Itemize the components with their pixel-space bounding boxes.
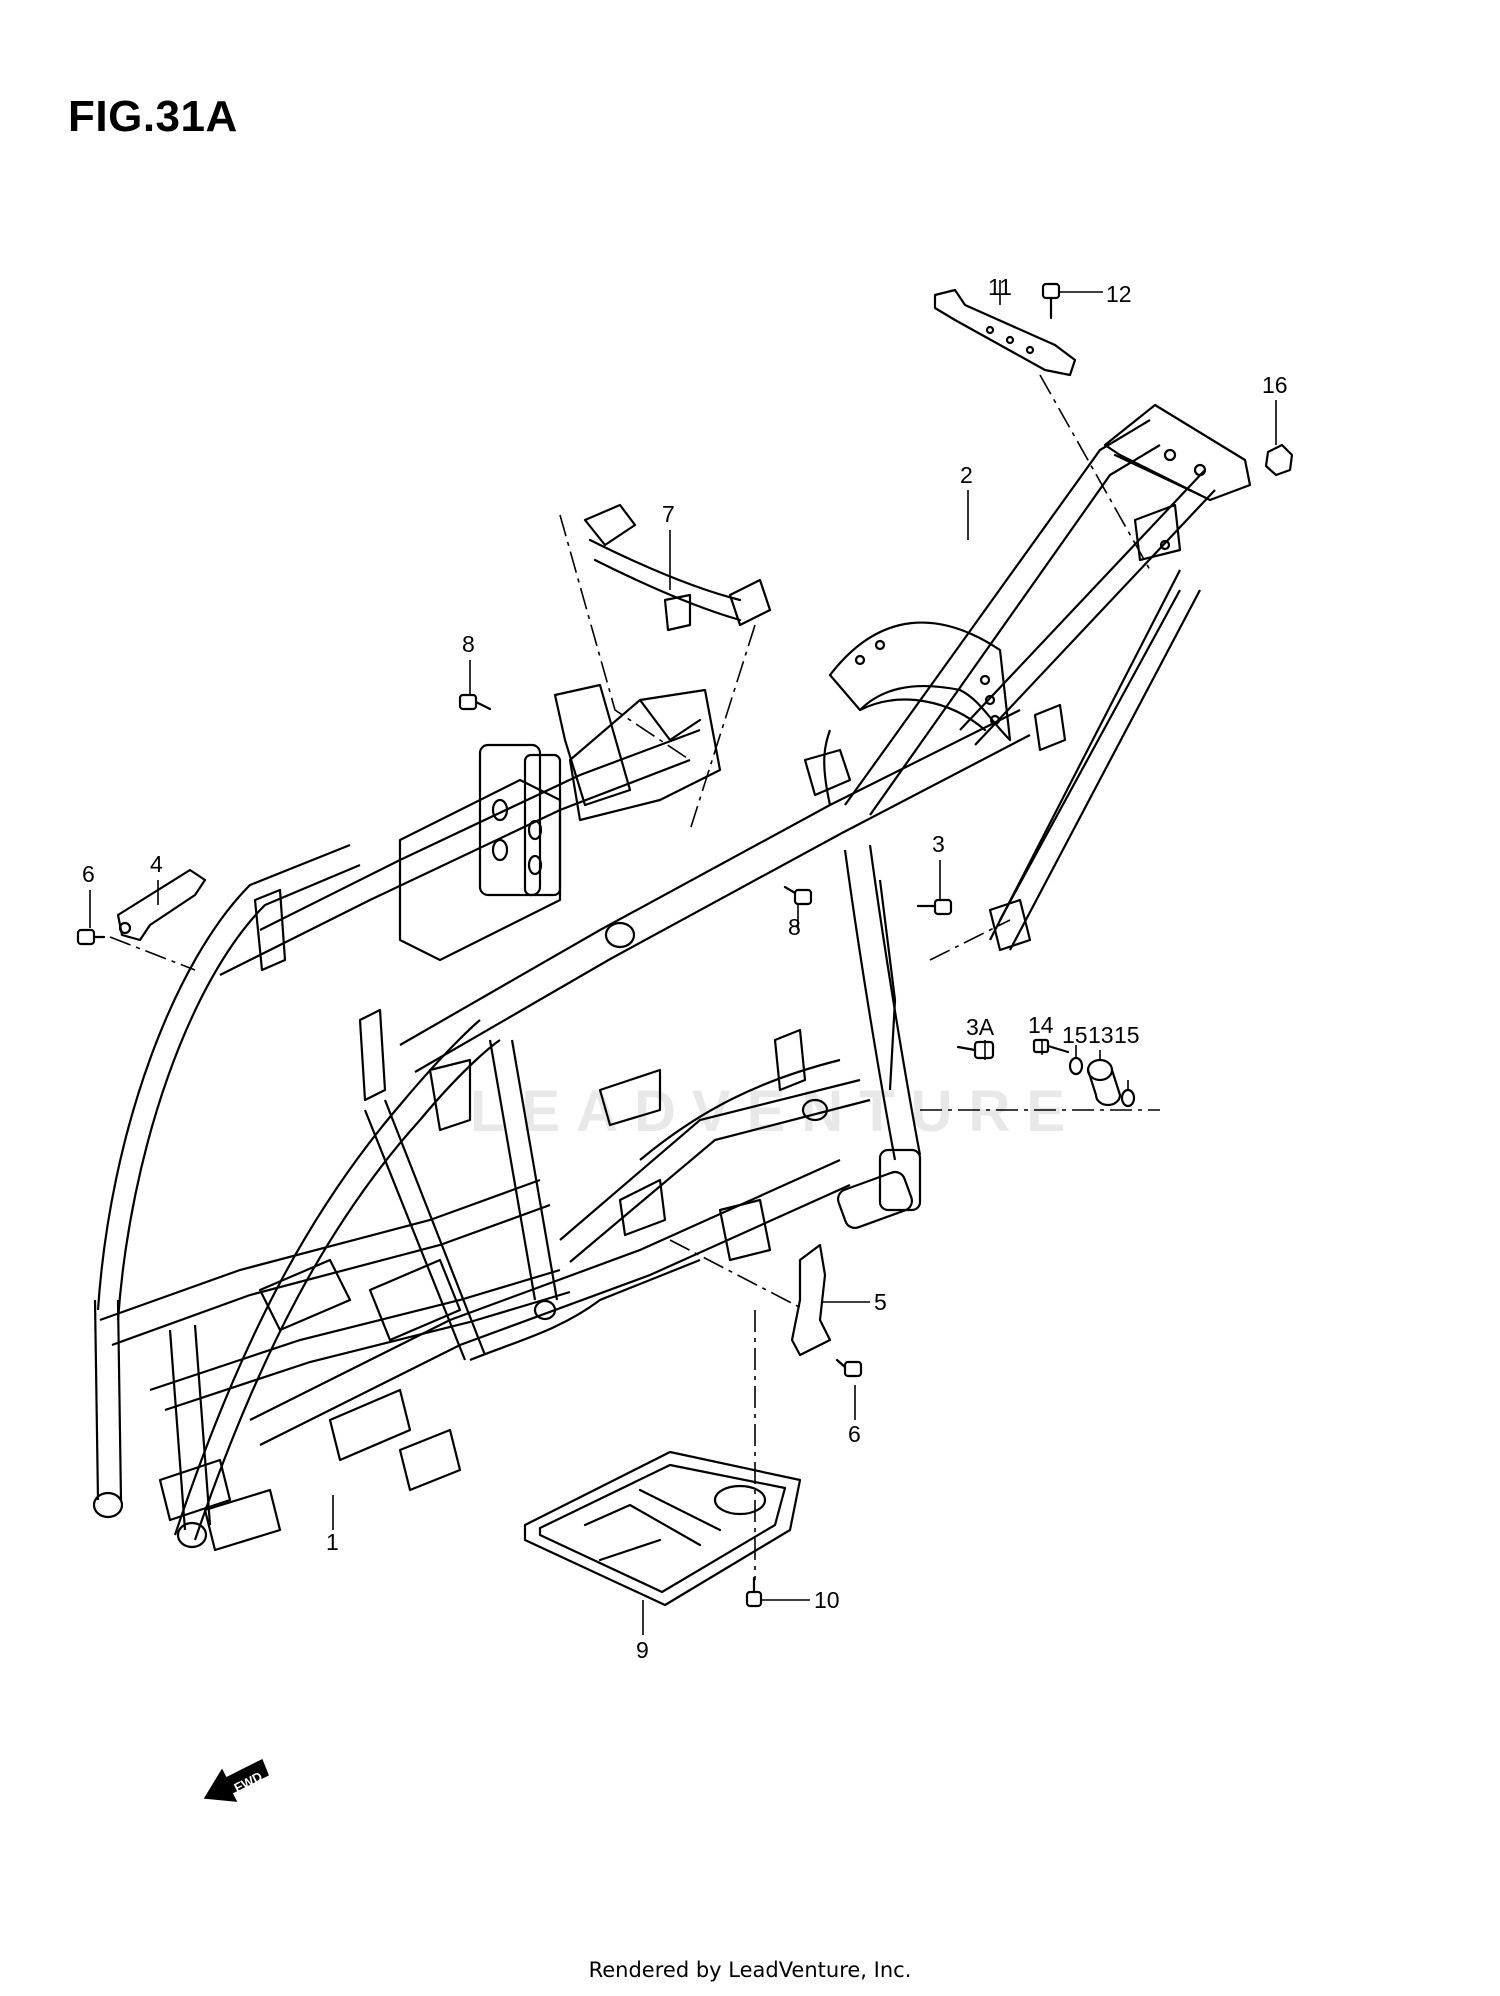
- part-3-bolt: [916, 898, 953, 916]
- callout-9: 9: [636, 1637, 649, 1663]
- callout-3a: 3A: [966, 1014, 995, 1040]
- part-6-bolt-a: [76, 928, 106, 946]
- footer-credit: Rendered by LeadVenture, Inc.: [588, 1958, 912, 1982]
- leader-lines: [89, 280, 1277, 1635]
- callout-1: 1: [326, 1529, 339, 1555]
- callout-14: 14: [1028, 1012, 1054, 1038]
- part-7-crossmember: [583, 503, 772, 632]
- callout-15a: 15: [1062, 1022, 1088, 1048]
- part-15-washer-b: [1120, 1088, 1136, 1108]
- callout-5: 5: [874, 1289, 887, 1315]
- callout-16: 16: [1262, 372, 1288, 398]
- part-6-bolt-b: [835, 1358, 863, 1378]
- part-5-bracket: [790, 1243, 832, 1357]
- callout-8a: 8: [462, 631, 475, 657]
- callout-7: 7: [662, 501, 675, 527]
- part-12-bolt: [1041, 282, 1061, 320]
- main-frame-drawing: [92, 683, 1031, 1552]
- callout-2: 2: [960, 462, 973, 488]
- callout-4: 4: [150, 851, 163, 877]
- callout-10: 10: [814, 1587, 840, 1613]
- part-8-bolt-b: [783, 885, 813, 906]
- callout-3: 3: [932, 831, 945, 857]
- part-10-bolt: [745, 1576, 763, 1608]
- callout-6a: 6: [82, 861, 95, 887]
- callout-12: 12: [1106, 281, 1132, 307]
- part-13-bushing: [1086, 1058, 1122, 1107]
- callout-6b: 6: [848, 1421, 861, 1447]
- part-4-bracket: [116, 868, 207, 942]
- rear-frame-drawing: [828, 403, 1252, 952]
- watermark: LEADVENTURE: [470, 1079, 1082, 1144]
- figure-title: FIG.31A: [68, 92, 238, 141]
- callout-8b: 8: [788, 914, 801, 940]
- part-14-bolt: [1032, 1038, 1070, 1054]
- part-16-nut: [1264, 443, 1294, 477]
- callout-labels: 11 12 16 2 7 8 4 6 3 8 3A 14 15 13 15 5 …: [82, 274, 1288, 1663]
- callout-15b: 15: [1114, 1022, 1140, 1048]
- part-9-skid-plate: [523, 1450, 802, 1607]
- part-11-bracket: [933, 288, 1077, 377]
- callout-11: 11: [988, 274, 1012, 300]
- callout-13: 13: [1088, 1022, 1114, 1048]
- part-15-washer-a: [1068, 1056, 1084, 1076]
- part-8-bolt-a: [458, 693, 492, 711]
- forward-arrow-icon: FWD: [203, 1758, 269, 1802]
- part-3a-bolt: [956, 1040, 995, 1060]
